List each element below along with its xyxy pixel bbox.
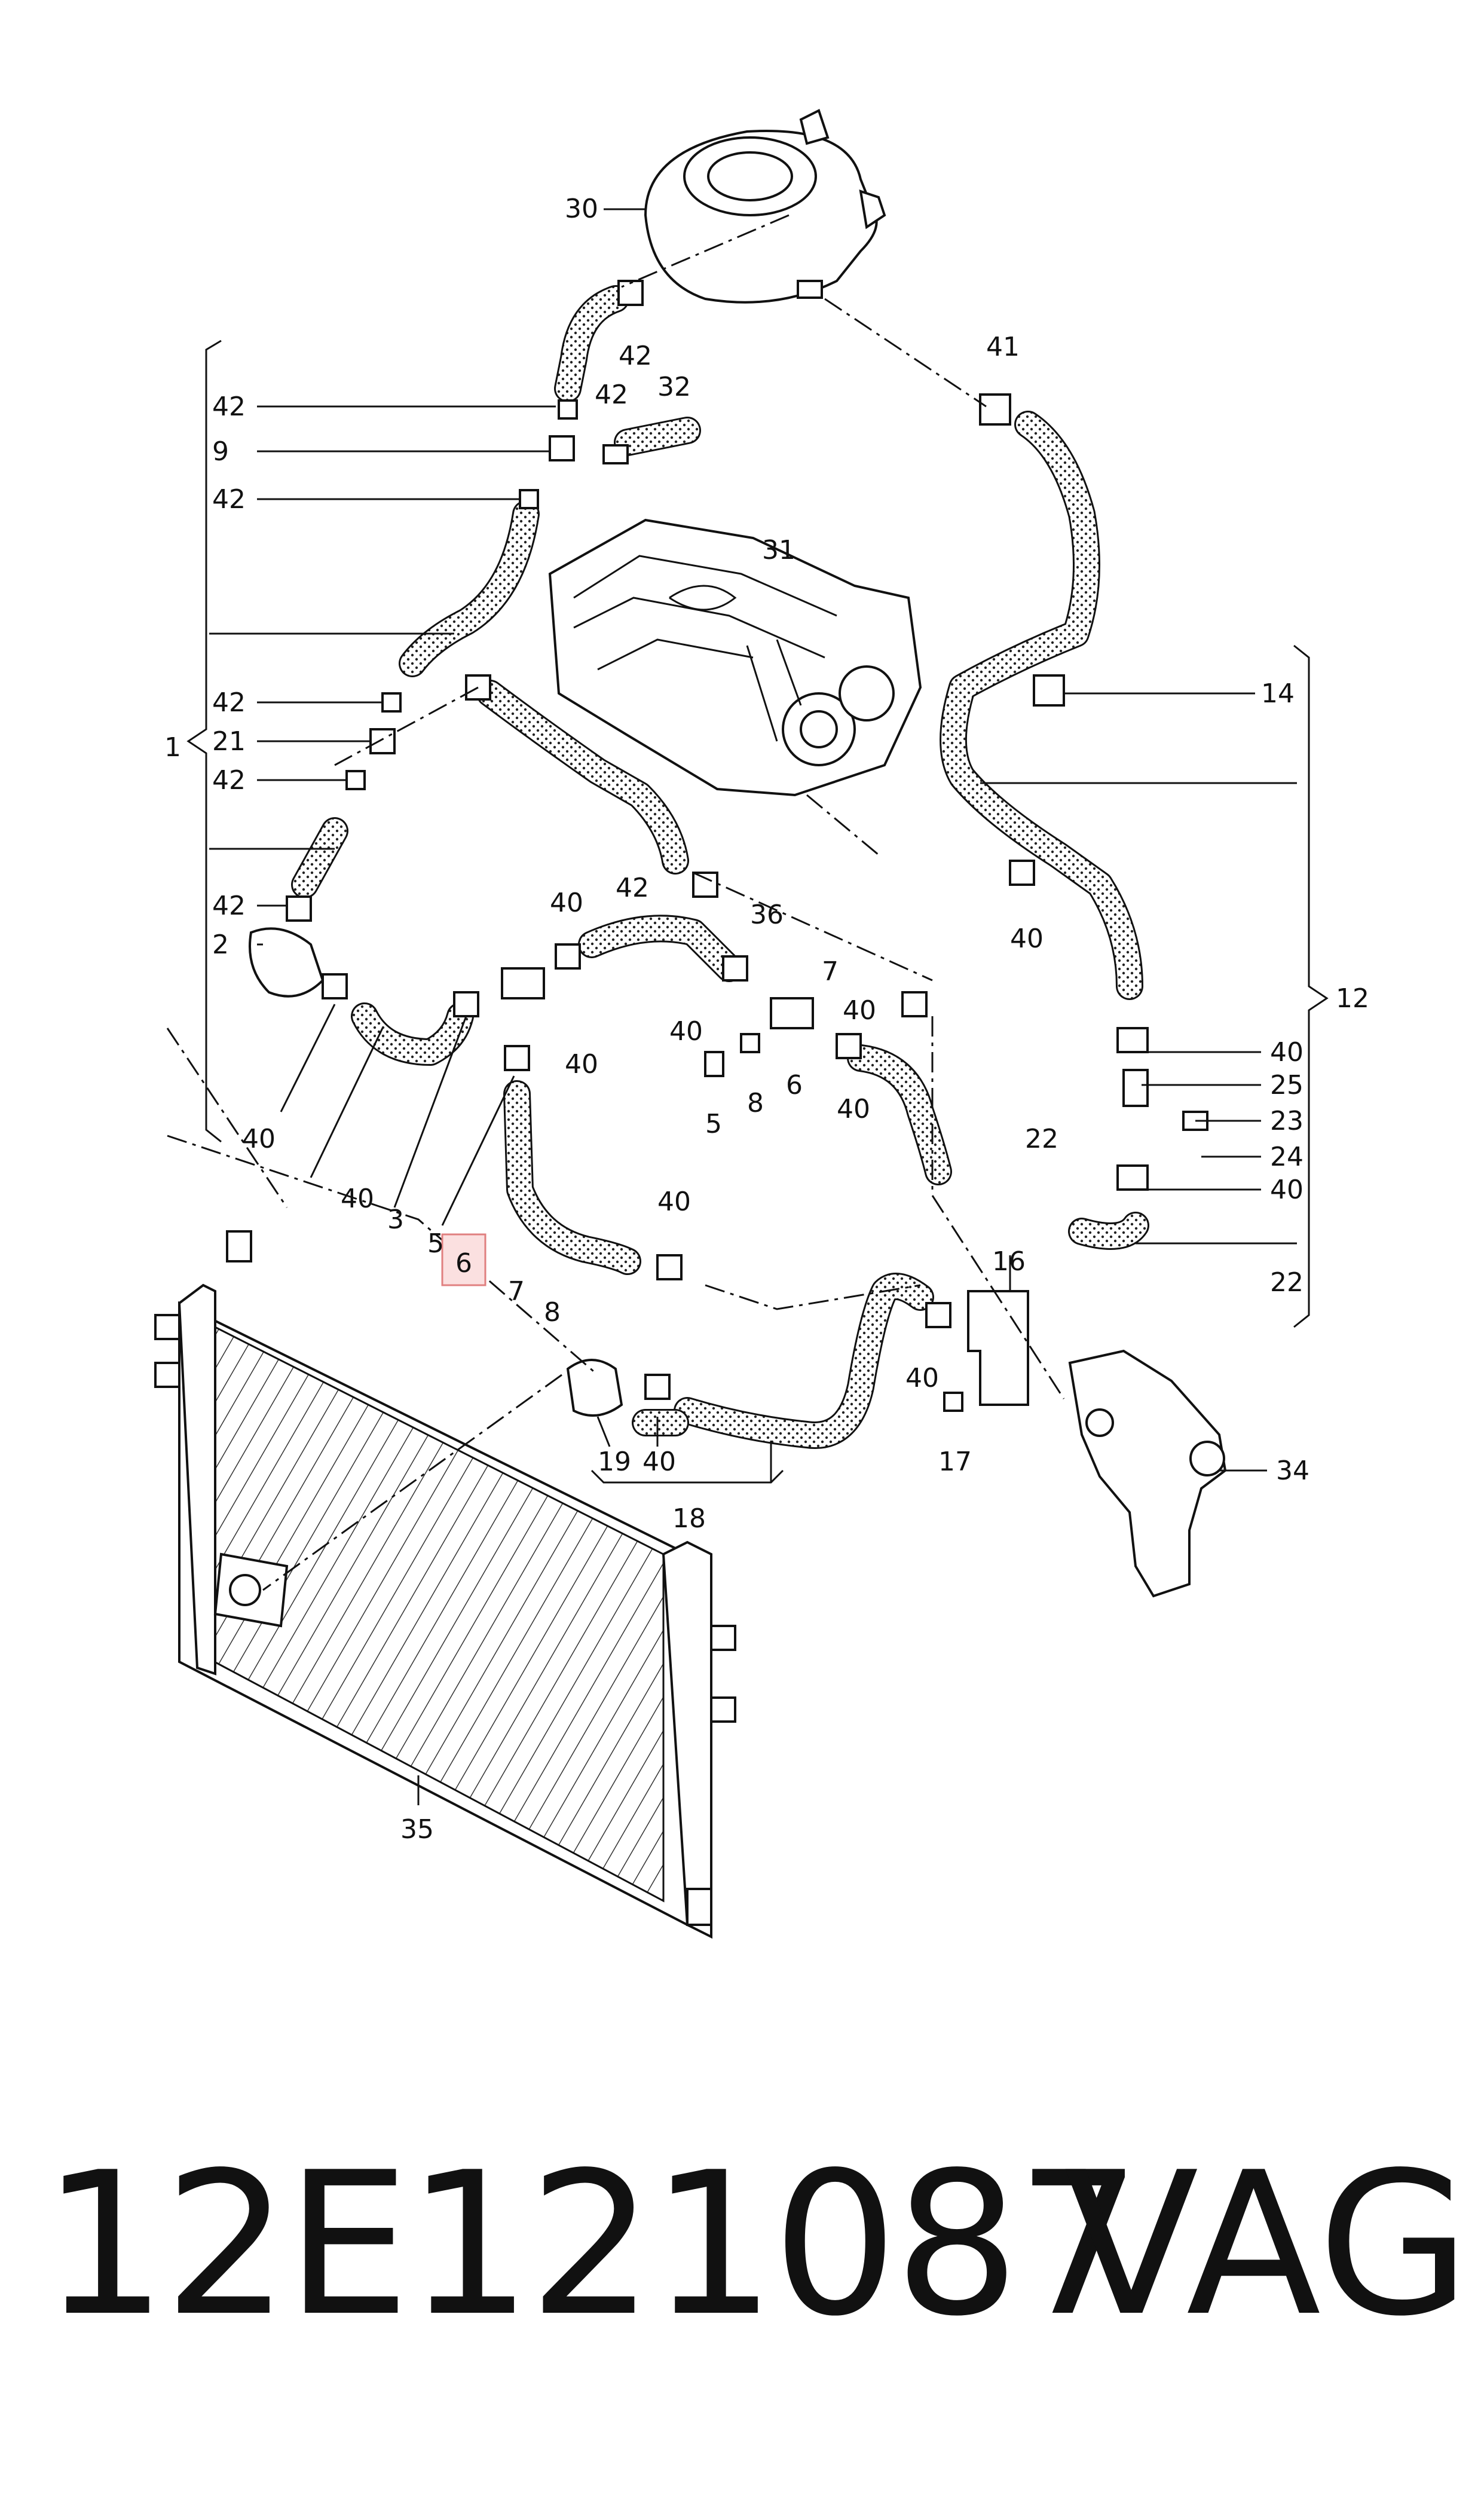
callout-40: 40 xyxy=(837,1094,870,1124)
callout-34: 34 xyxy=(1276,1456,1309,1486)
callout-2: 2 xyxy=(212,930,229,960)
callout-9: 9 xyxy=(212,436,229,467)
part-number: 12E121087 xyxy=(42,2130,1142,2359)
coolant-system-exploded-diagram: 30 42 42 32 42 9 42 41 31 14 42 21 42 1 … xyxy=(154,109,1369,1939)
callout-40: 40 xyxy=(657,1187,691,1217)
callout-42: 42 xyxy=(616,873,649,903)
expansion-tank xyxy=(644,109,886,304)
callout-40: 40 xyxy=(642,1447,676,1477)
callout-40: 40 xyxy=(242,1124,276,1154)
callout-40: 40 xyxy=(905,1363,939,1393)
radiator xyxy=(154,1230,736,1939)
callout-numbers: 30 42 42 32 42 9 42 41 31 14 42 21 42 1 … xyxy=(164,194,1369,1845)
callout-40: 40 xyxy=(565,1049,598,1080)
callout-40: 40 xyxy=(1010,924,1044,954)
callout-42: 42 xyxy=(595,380,628,410)
footer: 12E121087 VAG xyxy=(0,2128,1484,2379)
callout-40: 40 xyxy=(550,888,583,918)
clamps-and-fittings xyxy=(249,280,1208,1417)
callout-22: 22 xyxy=(1270,1267,1304,1298)
highlight-box xyxy=(441,1233,486,1286)
callout-25: 25 xyxy=(1270,1070,1304,1100)
callout-40: 40 xyxy=(341,1184,374,1214)
callout-42: 42 xyxy=(212,891,246,921)
brand-label: VAG xyxy=(1064,2130,1471,2359)
callout-40: 40 xyxy=(1270,1175,1304,1205)
callout-30: 30 xyxy=(565,194,598,224)
callout-12: 12 xyxy=(1336,983,1369,1014)
callout-14: 14 xyxy=(1261,678,1295,709)
callout-6: 6 xyxy=(455,1248,472,1279)
callout-17: 17 xyxy=(938,1447,972,1477)
callout-18: 18 xyxy=(672,1503,706,1534)
callout-42: 42 xyxy=(619,341,652,371)
callout-22: 22 xyxy=(1025,1124,1058,1154)
flow-lines xyxy=(166,214,1065,1591)
callout-32: 32 xyxy=(657,372,691,402)
callout-21: 21 xyxy=(212,726,246,757)
callout-42: 42 xyxy=(212,765,246,796)
group-brackets xyxy=(186,340,1329,1328)
callout-36: 36 xyxy=(750,900,784,930)
leader-lines xyxy=(209,208,1297,1805)
callout-3: 3 xyxy=(387,1204,404,1235)
callout-31: 31 xyxy=(762,535,795,565)
callout-35: 35 xyxy=(400,1814,434,1845)
callout-40: 40 xyxy=(843,995,876,1026)
callout-1: 1 xyxy=(164,732,181,763)
callout-24: 24 xyxy=(1270,1142,1304,1172)
callout-8: 8 xyxy=(747,1088,764,1118)
callout-6: 6 xyxy=(786,1070,803,1100)
callout-41: 41 xyxy=(986,332,1020,362)
callout-42: 42 xyxy=(212,392,246,422)
callout-16: 16 xyxy=(992,1246,1026,1277)
callout-8: 8 xyxy=(544,1297,561,1328)
callout-42: 42 xyxy=(212,687,246,718)
transmission xyxy=(548,518,922,797)
callout-40: 40 xyxy=(669,1016,703,1047)
callout-19: 19 xyxy=(598,1447,631,1477)
callout-5: 5 xyxy=(427,1228,444,1259)
callout-5: 5 xyxy=(705,1109,722,1139)
bracket xyxy=(1068,1349,1227,1598)
callout-23: 23 xyxy=(1270,1106,1304,1136)
callout-42: 42 xyxy=(212,484,246,515)
callout-40: 40 xyxy=(1270,1037,1304,1068)
callout-7: 7 xyxy=(508,1276,525,1307)
callout-7: 7 xyxy=(822,956,839,987)
